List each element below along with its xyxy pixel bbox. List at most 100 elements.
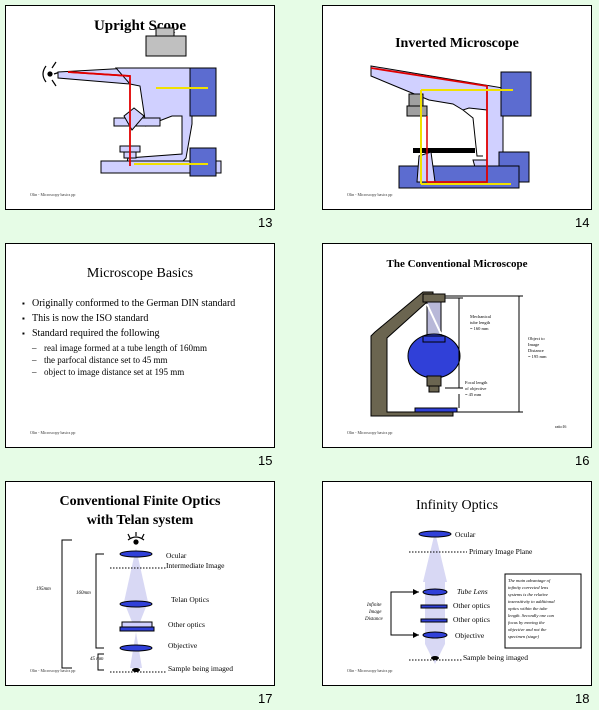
object-image-label: Object to — [528, 336, 545, 341]
ocular-lens — [418, 530, 452, 538]
slide-number-13: 13 — [258, 215, 273, 230]
microscope-body — [370, 65, 504, 175]
infinity-optics-diagram: Infinite Image Distance Ocular Primary I… — [364, 530, 582, 664]
slide-title: Infinity Optics — [415, 498, 499, 513]
head-top — [145, 35, 187, 57]
objective-lens — [422, 631, 448, 639]
telan-lens — [119, 600, 153, 608]
tube-lens-label: Tube Lens — [457, 587, 488, 596]
svg-text:insensitivity to additional: insensitivity to additional — [508, 599, 555, 604]
sub-bullet-item: the parfocal distance set to 45 mm — [32, 354, 242, 366]
microscope-arm — [370, 291, 454, 417]
slide-footer: Olin - Microscopy basics pp — [30, 430, 76, 435]
mech-tube-label: tube length — [470, 320, 491, 325]
sample — [431, 656, 439, 660]
sub-bullet-list: real image formed at a tube length of 16… — [32, 342, 242, 378]
stage — [414, 407, 458, 413]
sub-bullet-item: real image formed at a tube length of 16… — [32, 342, 242, 354]
other-optics — [121, 621, 153, 628]
slide-17[interactable]: Conventional Finite Optics with Telan sy… — [5, 481, 275, 686]
conventional-scope-diagram: Mechanical tube length = 160 mm Object t… — [370, 291, 566, 429]
primary-image-label: Primary Image Plane — [469, 547, 533, 556]
intermediate-label: Intermediate Image — [166, 561, 225, 570]
stage — [413, 148, 475, 153]
eye-icon — [42, 61, 61, 87]
svg-text:systems is the relative: systems is the relative — [508, 592, 548, 597]
svg-text:infinity corrected lens: infinity corrected lens — [508, 585, 548, 590]
ocular-lens — [119, 550, 153, 558]
svg-text:objective and not the: objective and not the — [508, 627, 546, 632]
ocular-label: Ocular — [166, 551, 187, 560]
bullet-item: Standard required the following real ima… — [22, 328, 242, 378]
ocular-label: Ocular — [455, 530, 476, 539]
slide-number-16: 16 — [575, 453, 590, 468]
corner-label: ratio16 — [555, 424, 566, 429]
slide-footer: Olin - Microscopy basics pp — [347, 668, 393, 673]
slide-footer: Olin - Microscopy basics pp — [30, 668, 76, 673]
slide-title: Conventional Finite Optics — [59, 494, 221, 509]
eyepiece — [422, 293, 446, 303]
note-box — [504, 573, 582, 649]
bullet-item: Originally conformed to the German DIN s… — [22, 298, 242, 310]
svg-text:length. Secondly one can: length. Secondly one can — [508, 613, 555, 618]
sample — [132, 668, 140, 672]
lamp-housing — [500, 71, 532, 117]
infinite-label: Infinite — [366, 603, 382, 608]
focal-length-label: Focal length — [465, 380, 488, 385]
slide-subtitle: with Telan system — [86, 513, 194, 528]
slide-footer: Olin - Microscopy basics pp — [347, 192, 393, 197]
bullet-list: Originally conformed to the German DIN s… — [22, 298, 242, 381]
slide-14[interactable]: Inverted Microscope Olin - Microscopy ba… — [322, 5, 592, 210]
svg-text:optics within the tube: optics within the tube — [508, 606, 547, 611]
slide-13[interactable]: Upright Scope Olin - Microscopy — [5, 5, 275, 210]
infinite-label: Image — [368, 610, 382, 615]
telan-label: Telan Optics — [171, 595, 209, 604]
svg-text:specimen (stage): specimen (stage) — [508, 634, 539, 639]
sample-label: Sample being imaged — [463, 653, 528, 662]
slide-number-14: 14 — [575, 215, 590, 230]
slide-title: Microscope Basics — [86, 266, 194, 281]
slide-16[interactable]: The Conventional Microscope Mechanical t… — [322, 243, 592, 448]
camera-port — [155, 27, 175, 37]
condenser — [416, 151, 436, 183]
slide-number-15: 15 — [258, 453, 273, 468]
slide-number-18: 18 — [575, 691, 590, 706]
eye-icon — [127, 532, 145, 545]
slide-footer: Olin - Microscopy basics pp — [347, 430, 393, 435]
svg-text:focus by moving the: focus by moving the — [508, 620, 545, 625]
slide-18[interactable]: Infinity Optics Infinite Image Distance … — [322, 481, 592, 686]
other-optics-label: Other optics — [453, 615, 490, 624]
focal-length-label: = 45 mm — [465, 392, 482, 397]
focal-length-label: of objective — [465, 386, 486, 391]
slide-number-17: 17 — [258, 691, 273, 706]
slide-footer: Olin - Microscopy basics pp — [30, 192, 76, 197]
other-optics-1 — [420, 604, 448, 609]
note-text: The main advantage of infinity corrected… — [508, 578, 555, 639]
other-optics-label: Other optics — [453, 601, 490, 610]
microscope-body — [114, 67, 193, 167]
upright-scope-diagram — [42, 27, 222, 177]
bullet-item: This is now the ISO standard — [22, 313, 242, 325]
inverted-scope-diagram — [370, 65, 532, 189]
distance-45-label: 45 mm — [90, 657, 104, 662]
objective-lens — [119, 644, 153, 652]
sub-bullet-item: object to image distance set at 195 mm — [32, 366, 242, 378]
slide-title: The Conventional Microscope — [386, 258, 528, 270]
distance-160-label: 160mm — [76, 591, 91, 596]
object-image-label: Image — [528, 342, 539, 347]
slide-title: Inverted Microscope — [395, 36, 519, 51]
mech-tube-label: Mechanical — [470, 314, 492, 319]
telan-optics-diagram: 195mm 160mm 45 mm Ocular Intermediate Im… — [36, 532, 233, 673]
svg-text:The main advantage of: The main advantage of — [508, 578, 551, 583]
bullet-text: Standard required the following — [32, 328, 160, 339]
object-image-label: Distance — [528, 348, 544, 353]
tube-lens — [422, 588, 448, 596]
other-optics-label: Other optics — [168, 620, 205, 629]
objective-label: Objective — [455, 631, 485, 640]
object-image-label: = 195 mm — [528, 354, 547, 359]
slide-15[interactable]: Microscope Basics Originally conformed t… — [5, 243, 275, 448]
base-lamp — [189, 147, 217, 177]
lamp-housing — [189, 67, 217, 117]
objective — [123, 107, 145, 131]
other-optics-2 — [420, 618, 448, 623]
